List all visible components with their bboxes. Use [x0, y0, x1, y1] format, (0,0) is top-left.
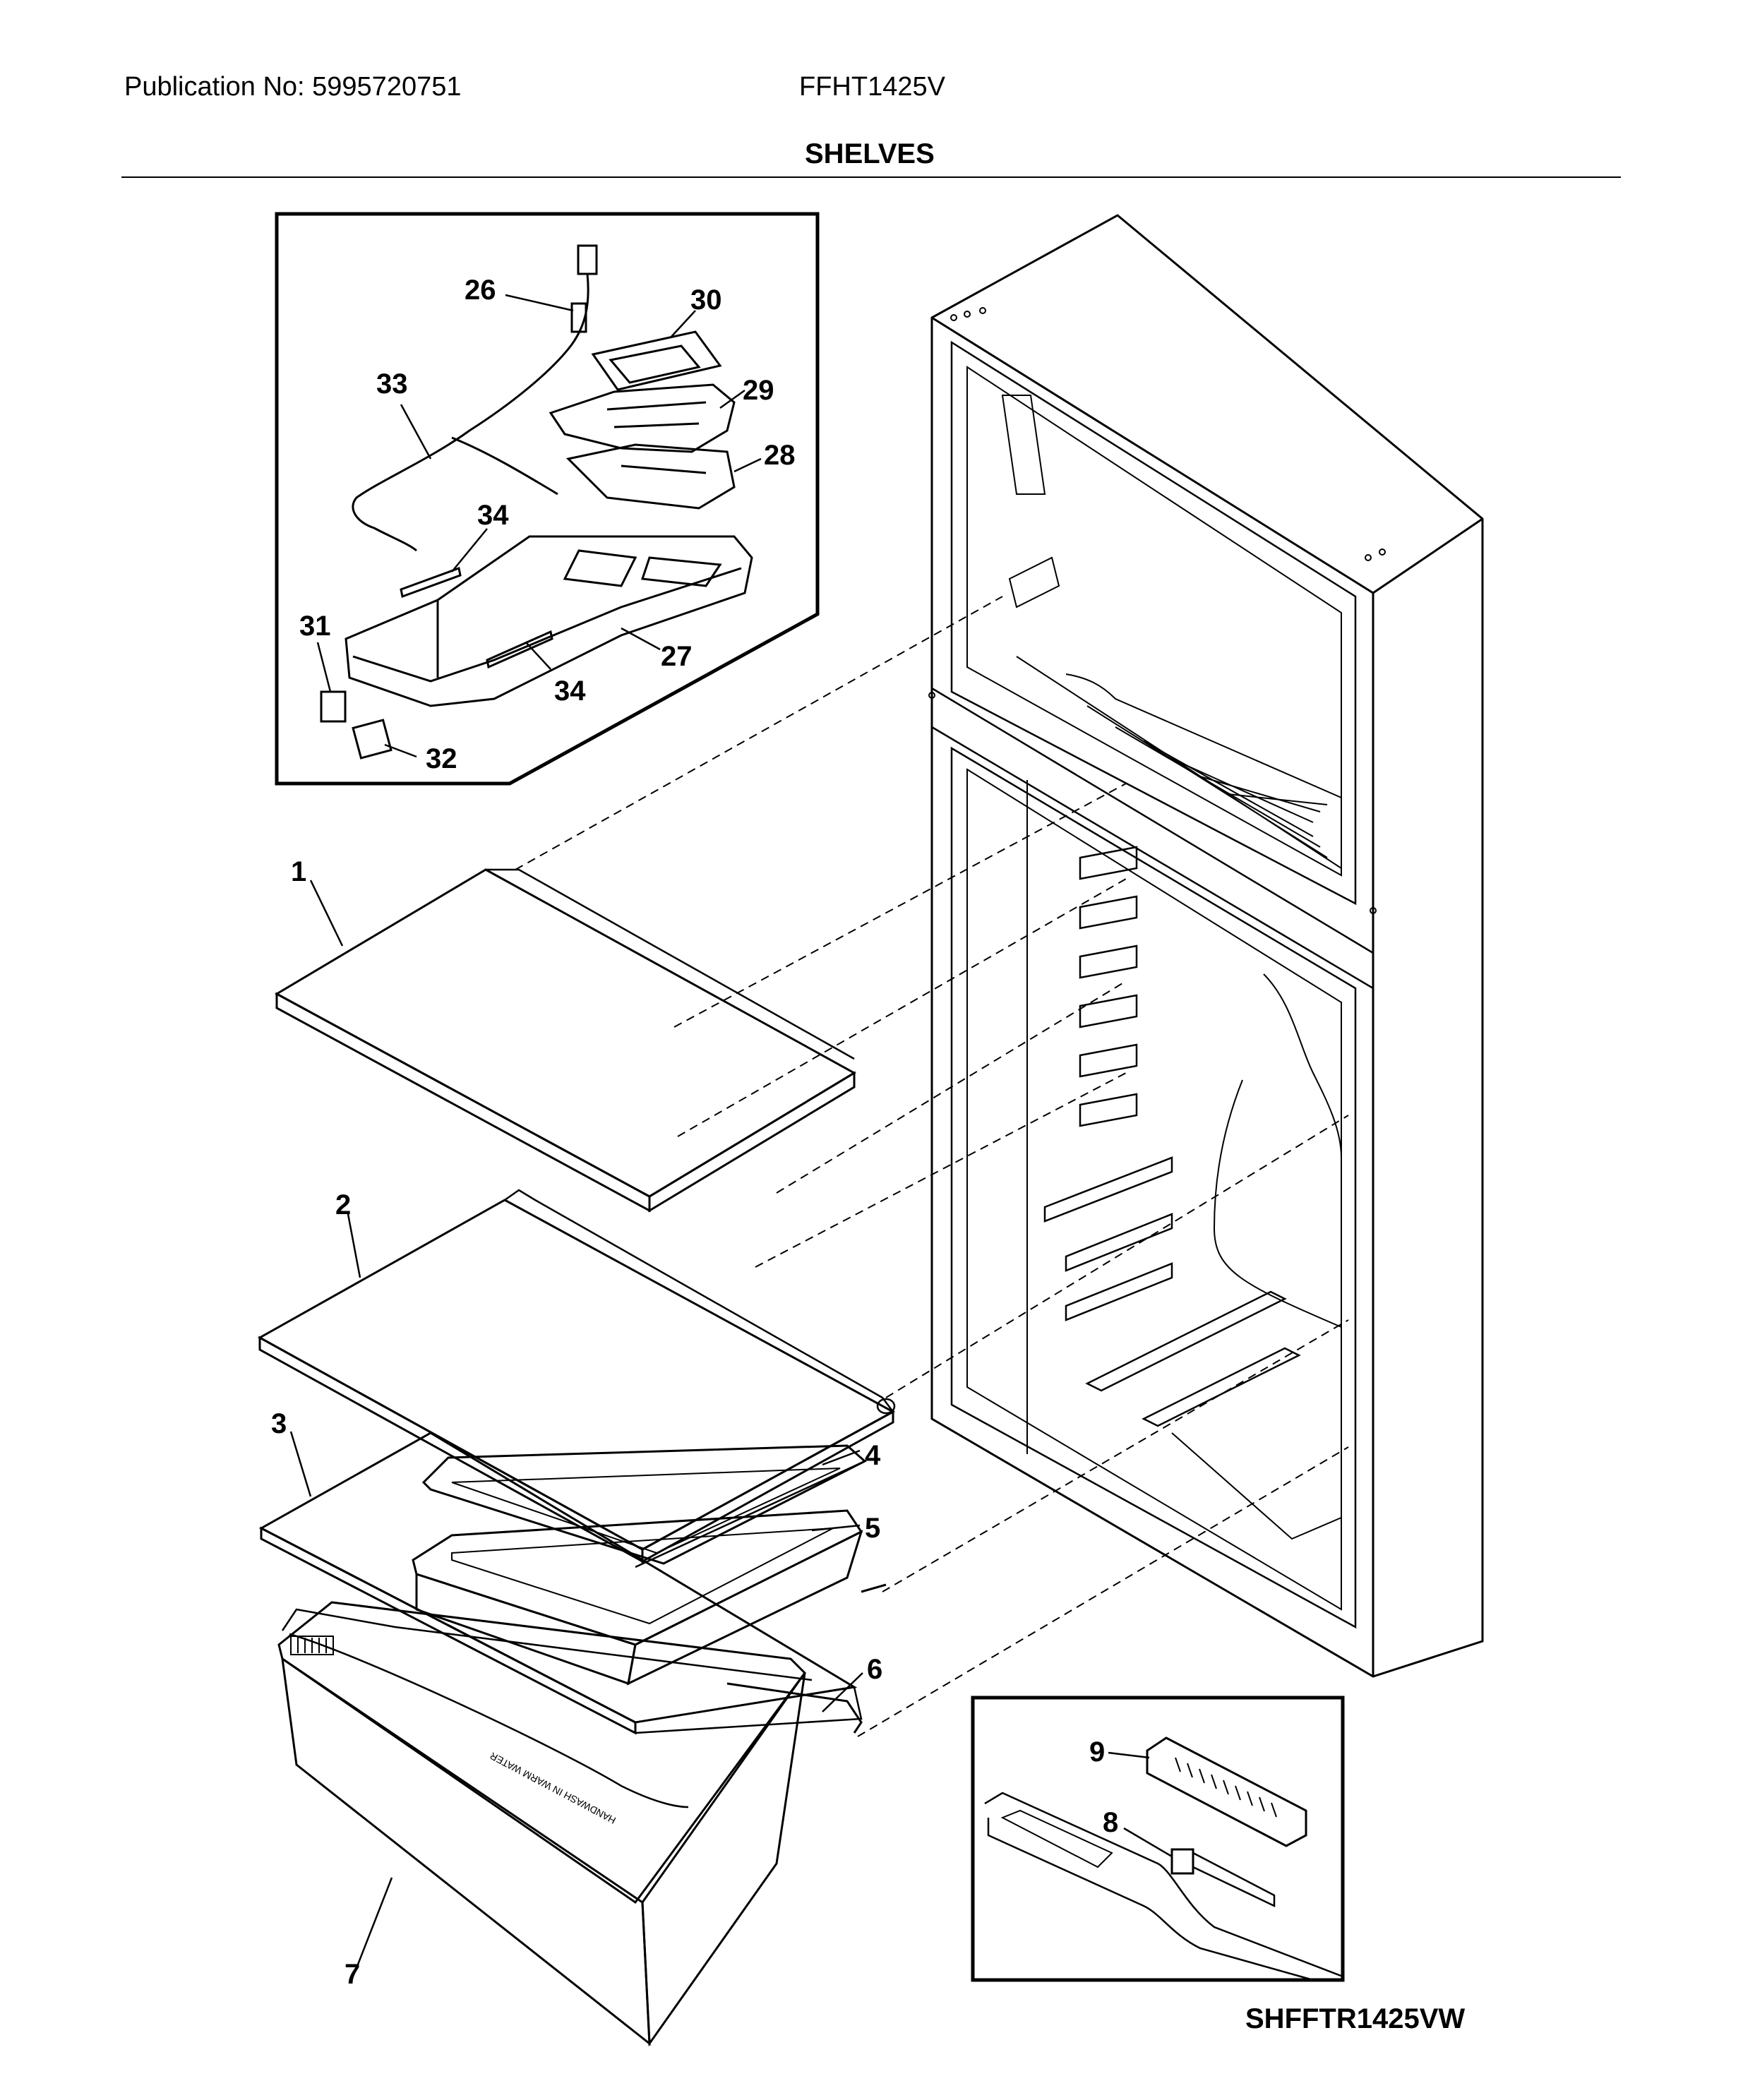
publication-number: Publication No: 5995720751: [124, 72, 462, 102]
callout-33: 33: [376, 368, 408, 400]
crisper-cover-4: [421, 1444, 867, 1568]
callout-3: 3: [271, 1408, 287, 1439]
callout-30: 30: [690, 284, 722, 316]
callout-26: 26: [465, 275, 496, 306]
callout-8: 8: [1103, 1807, 1118, 1838]
diagram-code: SHFFTR1425VW: [1245, 2003, 1466, 2034]
cover-28: [565, 443, 736, 510]
thermistor: [570, 302, 587, 333]
header-rule: [121, 176, 1621, 178]
callout-34-lower: 34: [554, 676, 586, 707]
slider-knob-8: [1170, 1848, 1276, 1907]
inset-control-housing: 26 30 29 28 33 34 27 34 31 32: [275, 212, 820, 786]
filter-frame: [591, 330, 722, 391]
callout-29: 29: [743, 375, 774, 406]
callout-28: 28: [764, 440, 796, 471]
strip-34-upper: [400, 566, 462, 599]
inset-frame-2: [971, 1696, 1345, 1982]
assembly-guide-lines: [515, 596, 1349, 1737]
main-leaders: [289, 880, 863, 1969]
light-32: [352, 719, 393, 760]
wire-harness: [352, 273, 589, 552]
callout-9: 9: [1089, 1736, 1105, 1768]
housing-27: [345, 535, 753, 707]
shelf-1: [274, 868, 856, 1213]
strip-34-lower: [486, 630, 553, 669]
callout-7: 7: [345, 1959, 360, 1990]
model-number: FFHT1425V: [799, 72, 945, 102]
callout-31: 31: [299, 611, 331, 642]
callout-34-upper: 34: [477, 500, 509, 531]
callout-4: 4: [865, 1440, 881, 1471]
humidity-slider: [290, 1636, 334, 1655]
callout-32: 32: [426, 743, 457, 774]
wire-connector: [577, 244, 598, 275]
shelf-3: [258, 1432, 863, 1735]
bin-lip-detail: [984, 1792, 1343, 1981]
callout-2: 2: [335, 1189, 351, 1220]
cover-29: [549, 383, 736, 453]
callout-6: 6: [867, 1654, 882, 1685]
shelf-frame-6: [726, 1583, 887, 1734]
shelf-2: [257, 1189, 896, 1564]
inset-frame: [275, 212, 820, 786]
control-bezel-9: [1146, 1736, 1307, 1847]
callout-27: 27: [661, 641, 693, 672]
section-title: SHELVES: [805, 138, 935, 169]
refrigerator-cabinet: [928, 214, 1484, 1678]
inset-humidity-control: [971, 1696, 1345, 1982]
switch-31: [320, 690, 347, 723]
callout-5: 5: [865, 1513, 880, 1544]
callout-1: 1: [291, 856, 306, 887]
crisper-drawer-5: [412, 1509, 863, 1686]
